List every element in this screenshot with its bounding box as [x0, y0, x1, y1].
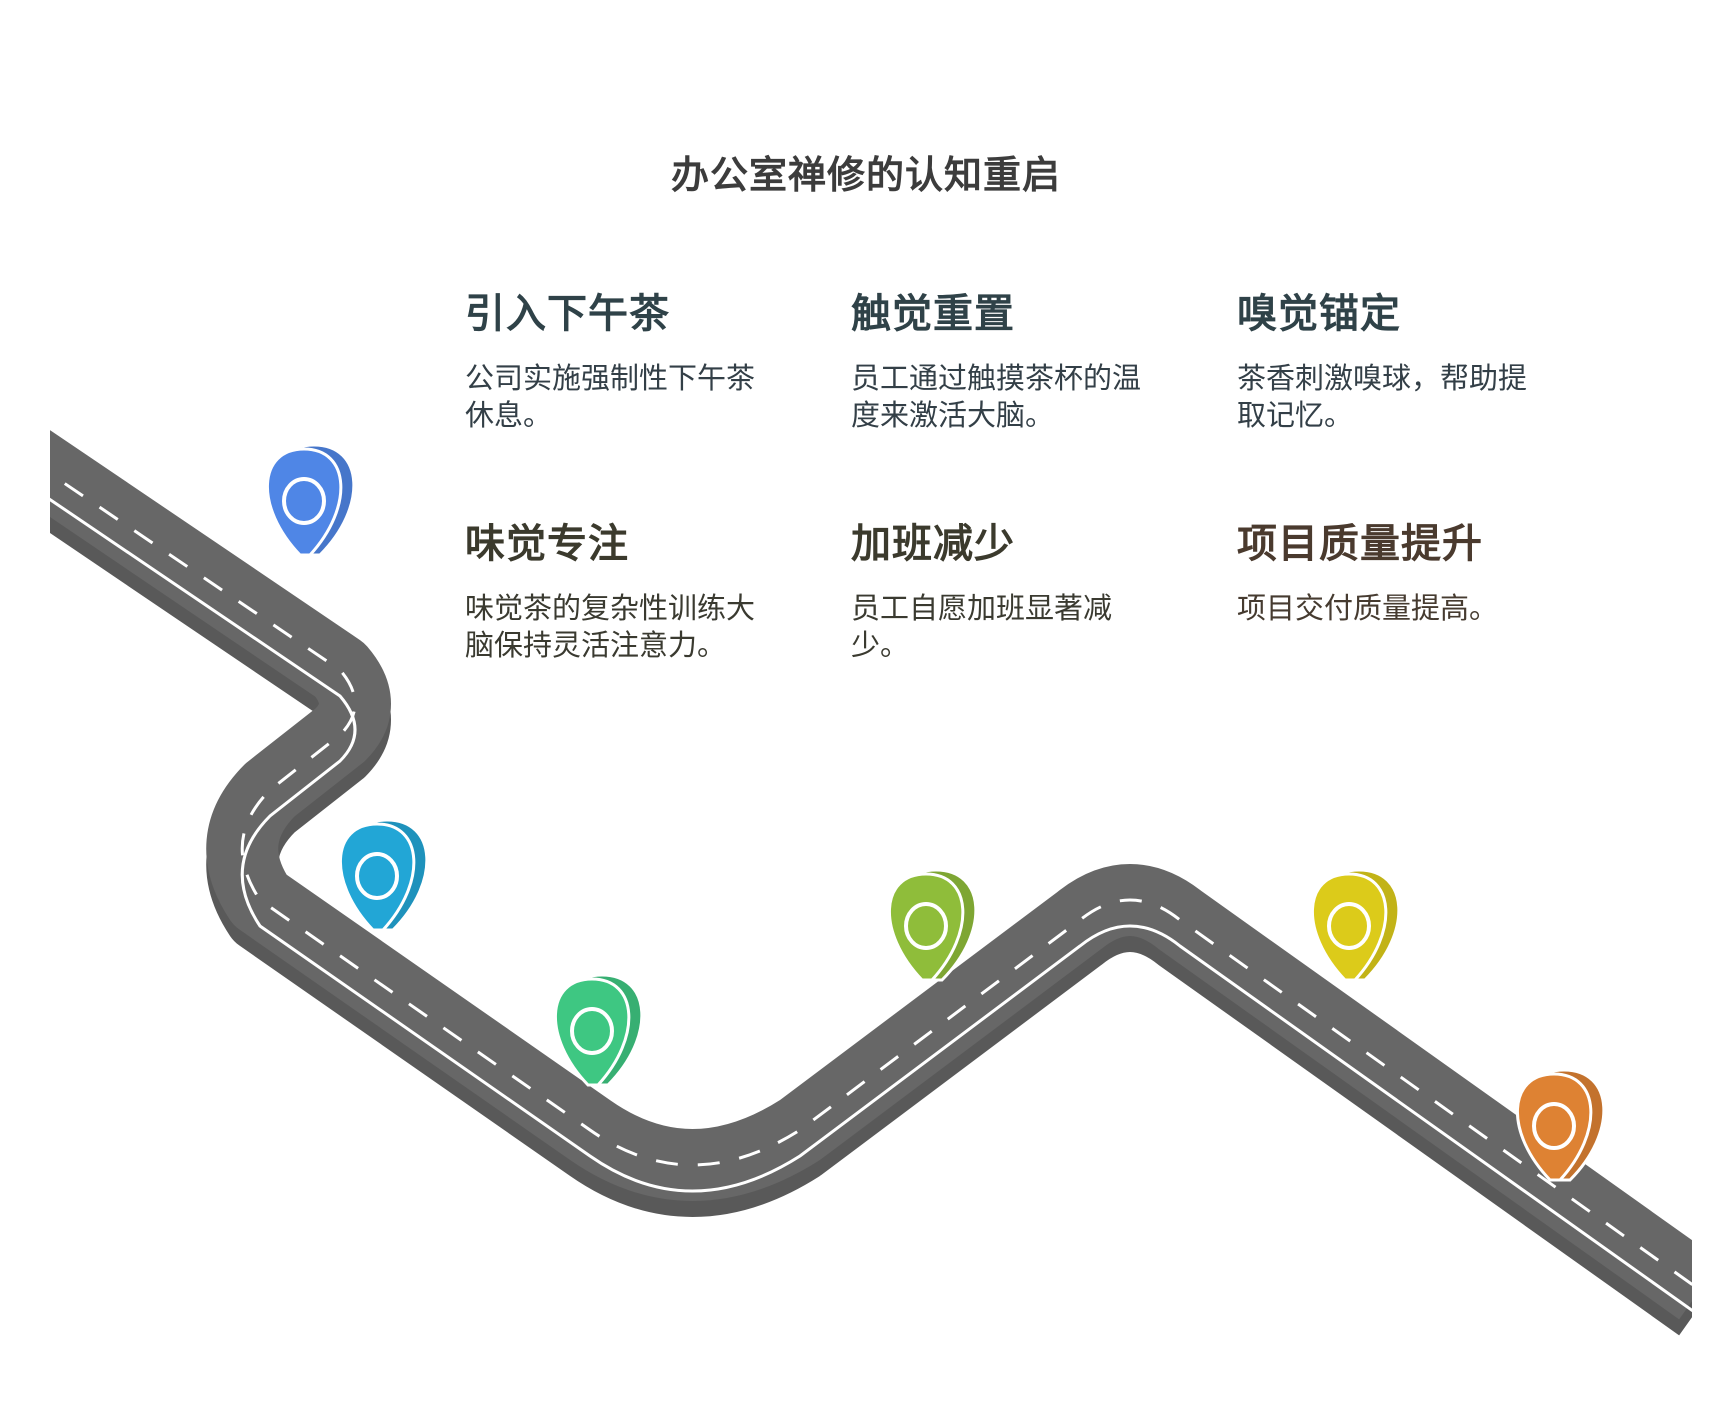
- pin-marker-1: [266, 443, 356, 557]
- milestone-6: 项目质量提升 项目交付质量提高。: [1237, 520, 1527, 627]
- pin-front: [1311, 872, 1388, 982]
- milestone-title: 引入下午茶: [465, 291, 670, 337]
- pin-front: [888, 872, 965, 982]
- pin-ring: [1532, 1102, 1576, 1150]
- pin-front: [554, 977, 631, 1087]
- pin-marker-3: [554, 973, 644, 1087]
- milestone-description: 味觉茶的复杂性训练大脑保持灵活注意力。: [465, 591, 756, 662]
- milestone-description: 茶香刺激嗅球，帮助提取记忆。: [1237, 361, 1528, 432]
- pin-ring: [1327, 902, 1371, 950]
- milestone-title: 嗅觉锚定: [1237, 291, 1401, 337]
- pin-ring: [282, 477, 326, 525]
- milestone-description: 项目交付质量提高。: [1237, 591, 1499, 625]
- milestone-5: 加班减少 员工自愿加班显著减少。: [851, 520, 1141, 664]
- milestone-description: 公司实施强制性下午茶休息。: [465, 361, 756, 432]
- pin-marker-2: [339, 818, 429, 932]
- milestone-description: 员工自愿加班显著减少。: [851, 591, 1113, 662]
- pin-ring: [355, 852, 399, 900]
- pin-marker-5: [1311, 868, 1401, 982]
- milestone-title: 加班减少: [851, 521, 1015, 567]
- road-edge-line: [50, 497, 1692, 1313]
- milestone-title: 触觉重置: [851, 291, 1015, 337]
- pin-marker-4: [888, 868, 978, 982]
- pin-marker-6: [1516, 1068, 1606, 1182]
- pin-ring: [570, 1007, 614, 1055]
- pin-front: [1516, 1072, 1593, 1182]
- road-center-dashes: [50, 471, 1692, 1287]
- milestone-title: 项目质量提升: [1237, 521, 1483, 567]
- milestone-description: 员工通过触摸茶杯的温度来激活大脑。: [851, 361, 1142, 432]
- diagram-title: 办公室禅修的认知重启: [670, 153, 1061, 197]
- milestone-4: 味觉专注 味觉茶的复杂性训练大脑保持灵活注意力。: [465, 520, 755, 664]
- pin-front: [339, 822, 416, 932]
- milestone-1: 引入下午茶 公司实施强制性下午茶休息。: [465, 290, 755, 434]
- pin-front: [266, 447, 343, 557]
- pin-ring: [904, 902, 948, 950]
- milestone-2: 触觉重置 员工通过触摸茶杯的温度来激活大脑。: [851, 290, 1141, 434]
- milestone-title: 味觉专注: [465, 521, 629, 567]
- milestone-3: 嗅觉锚定 茶香刺激嗅球，帮助提取记忆。: [1237, 290, 1527, 434]
